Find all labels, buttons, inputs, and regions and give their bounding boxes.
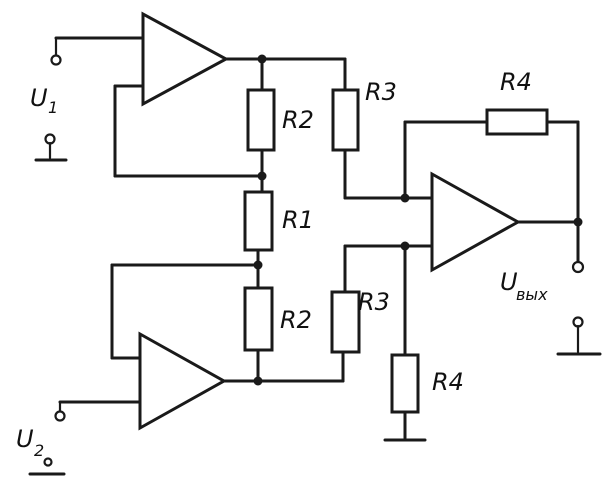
resistor-r2-bottom	[243, 286, 274, 352]
input-u2-wiring	[54, 400, 142, 422]
resistor-r2-top	[246, 88, 276, 152]
input-u1-wiring	[50, 36, 145, 66]
opamp-top	[141, 11, 230, 107]
opamp-output	[430, 171, 522, 273]
label-r4-top: R4	[500, 68, 532, 96]
label-r3-top: R3	[365, 78, 397, 106]
resistor-r1	[243, 190, 274, 252]
label-u2-sub: 2	[34, 441, 44, 460]
label-r3-bottom: R3	[358, 288, 390, 316]
ground-u1	[34, 133, 68, 162]
opamp-bottom	[138, 331, 228, 431]
resistor-r4-feedback	[485, 108, 549, 136]
resistor-r4-ground	[390, 353, 420, 414]
resistor-r3-bottom	[330, 290, 361, 354]
output-stage-wiring	[343, 120, 585, 442]
label-r2-top: R2	[282, 106, 314, 134]
label-r2-bottom: R2	[280, 306, 312, 334]
label-uout: U	[500, 268, 518, 296]
label-uout-sub: вых	[516, 285, 548, 304]
label-u1: U	[30, 84, 48, 112]
label-r4-bottom: R4	[432, 368, 464, 396]
resistor-r3-top	[331, 88, 360, 152]
label-u2: U	[16, 425, 34, 453]
top-opamp-wiring	[113, 54, 347, 194]
label-r1: R1	[282, 206, 314, 234]
label-u1-sub: 1	[48, 98, 58, 117]
bottom-opamp-wiring	[110, 248, 345, 386]
ground-output	[556, 316, 602, 356]
